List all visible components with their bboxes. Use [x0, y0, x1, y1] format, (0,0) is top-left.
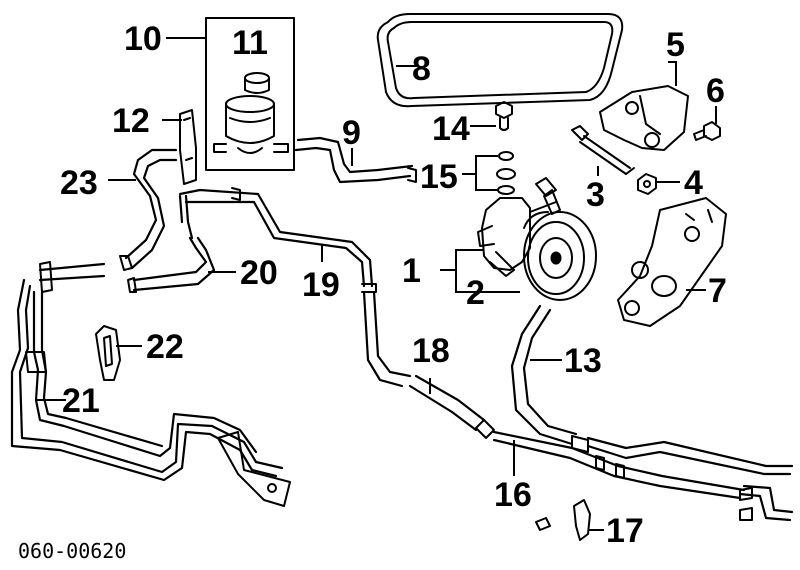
- callout-3: 3: [586, 176, 605, 214]
- bolt-6: [693, 121, 721, 141]
- callout-19: 19: [302, 266, 340, 304]
- callout-9: 9: [342, 114, 361, 152]
- fitting-15: [496, 151, 557, 197]
- callout-8: 8: [412, 50, 431, 88]
- callout-4: 4: [684, 164, 703, 202]
- callout-6: 6: [706, 72, 725, 110]
- callout-12: 12: [112, 102, 150, 140]
- callout-labels: 10 11 12 23 9 8 5 6 14 15 3 4 1 2 7 20 1…: [18, 20, 727, 563]
- callout-20: 20: [240, 254, 278, 292]
- clamp-17: [535, 499, 591, 541]
- cooler-pipe-21: [10, 261, 291, 507]
- leader-lines: [36, 37, 717, 531]
- hose-20: [127, 236, 216, 293]
- bolt-14: [495, 101, 513, 131]
- callout-7: 7: [708, 272, 727, 310]
- hose-9: [294, 136, 417, 184]
- diagram-code: 060-00620: [18, 539, 126, 563]
- callout-16: 16: [494, 476, 532, 514]
- callout-14: 14: [432, 110, 470, 148]
- line-16: [492, 430, 794, 522]
- callout-22: 22: [146, 328, 184, 366]
- mounting-plate-7: [617, 197, 727, 327]
- pump-bracket: [599, 85, 689, 151]
- line-13: [510, 304, 794, 476]
- clamp-22: [95, 325, 121, 381]
- callout-17: 17: [606, 512, 644, 550]
- power-steering-pump: [477, 189, 597, 301]
- callout-13: 13: [564, 342, 602, 380]
- callout-10: 10: [124, 20, 162, 58]
- reservoir-assembly: [205, 17, 295, 171]
- callout-2: 2: [466, 274, 485, 312]
- drive-belt: [376, 13, 624, 108]
- callout-1: 1: [402, 252, 421, 290]
- long-bolt-3: [571, 125, 635, 175]
- callout-5: 5: [666, 26, 685, 64]
- callout-15: 15: [420, 158, 458, 196]
- hose-23: [119, 148, 178, 271]
- clip-12: [179, 109, 197, 185]
- line-19: [178, 187, 377, 293]
- callout-18: 18: [412, 332, 450, 370]
- nut-4: [637, 173, 657, 195]
- callout-11: 11: [232, 24, 268, 62]
- callout-23: 23: [60, 164, 98, 202]
- callout-21: 21: [62, 382, 100, 420]
